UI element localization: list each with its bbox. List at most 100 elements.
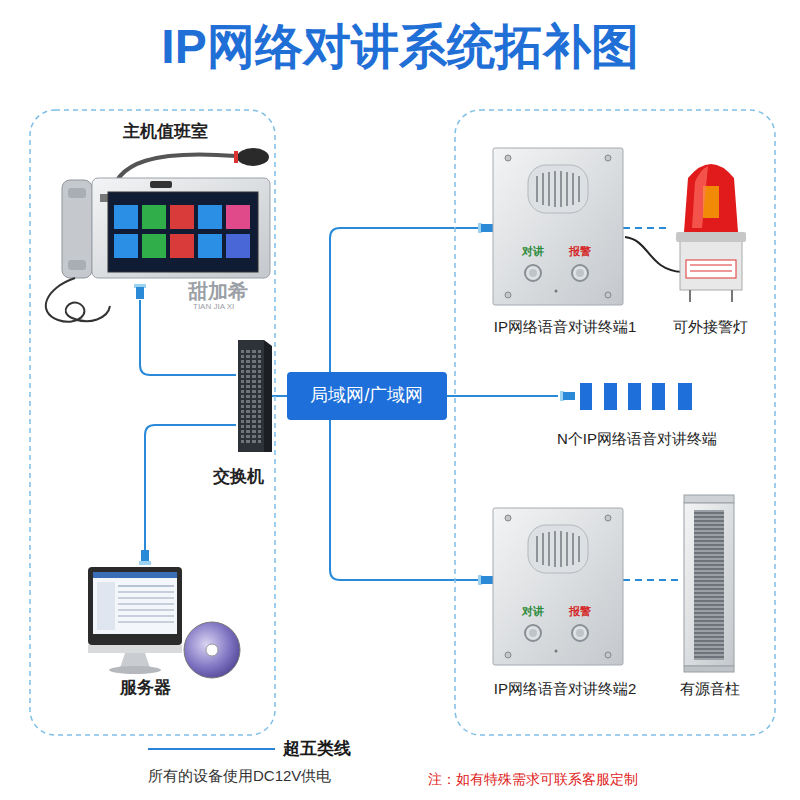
alarm-light-picture: [690, 265, 732, 266]
cable-connector: [330, 420, 493, 580]
more-terminals-blocks: [560, 383, 692, 410]
host-console-picture: [170, 205, 194, 229]
host-console-picture: [150, 181, 172, 188]
alarm-light: 可外接警灯: [670, 150, 760, 305]
server-picture: [118, 622, 174, 623]
intercom-terminal-picture: [525, 265, 541, 281]
server-picture: [97, 582, 115, 630]
server-picture: [139, 561, 151, 565]
alarm-light-picture: [676, 232, 746, 242]
server-picture: [88, 567, 182, 645]
host-console-picture: [62, 180, 92, 278]
switch-picture: [238, 340, 264, 452]
intercom-terminal-picture: [572, 265, 588, 281]
intercom-terminal-picture: [578, 176, 580, 202]
node-label: 主机值班室: [123, 122, 208, 142]
node-label: 对讲: [522, 245, 544, 258]
cable-connector: [447, 395, 558, 397]
alarm-light-picture: [680, 240, 742, 290]
panel-outlines: [30, 110, 775, 735]
host-console-picture: [237, 148, 269, 166]
alarm-light-picture: [689, 290, 691, 302]
host-console-picture: [226, 234, 250, 258]
note-text: 所有的设备使用DC12V供电: [148, 767, 331, 785]
host-console-picture: [170, 234, 194, 258]
intercom-terminal-picture: [493, 148, 623, 305]
alarm-light-picture: [692, 166, 708, 228]
server-picture: [120, 653, 150, 668]
node-label: 可外接警灯: [673, 318, 748, 336]
server-picture: [184, 622, 240, 678]
intercom-terminal-picture: [505, 292, 511, 298]
speaker-column: 有源音柱: [680, 495, 738, 672]
host-console-picture: [226, 205, 250, 229]
speaker-column-picture: [684, 503, 734, 666]
speaker-column-picture: [684, 495, 734, 503]
speaker-column-picture: [684, 666, 734, 672]
switch-picture: [241, 348, 261, 444]
legend-line-sample: [148, 748, 275, 750]
note-text: 注：如有特殊需求可联系客服定制: [428, 771, 638, 788]
intercom-terminal: 对讲报警IP网络语音对讲终端1: [493, 148, 623, 305]
intercom-terminal-picture: [529, 269, 537, 277]
server-picture: [109, 666, 161, 674]
host-console: 主机值班室: [60, 150, 270, 300]
intercom-terminal-picture: [493, 508, 623, 665]
server-picture: [141, 550, 149, 562]
network-plugs: [481, 224, 493, 232]
host-console-picture: [68, 188, 86, 198]
alarm-light-picture: [684, 164, 738, 232]
alarm-light-picture: [690, 271, 732, 272]
alarm-light-picture: [731, 290, 733, 302]
intercom-terminal: 对讲报警IP网络语音对讲终端2: [493, 508, 623, 665]
node-label: 对讲: [522, 605, 544, 618]
panel-outlines: [30, 110, 275, 735]
intercom-terminal-picture: [576, 269, 584, 277]
host-console-picture: [198, 205, 222, 229]
server-picture: [88, 645, 182, 653]
speaker-column-picture: [694, 510, 724, 660]
server-picture: [118, 598, 174, 599]
watermark: 甜加希: [188, 279, 248, 303]
intercom-terminal-picture: [605, 155, 611, 161]
server-picture: [118, 586, 174, 587]
intercom-terminal-picture: [528, 165, 588, 213]
server-picture: [93, 572, 177, 578]
switch-picture: [238, 340, 272, 452]
speaker-column-picture: [684, 495, 734, 672]
intercom-terminal-picture: [548, 172, 550, 206]
server: 服务器: [85, 550, 242, 680]
intercom-terminal-picture: [505, 155, 511, 161]
server-picture: [206, 644, 218, 656]
cable-connector: [140, 300, 236, 375]
host-console-picture: [114, 205, 138, 229]
host-console-picture: [92, 178, 270, 278]
host-console-picture: [198, 234, 222, 258]
switch-picture: [264, 340, 272, 452]
intercom-terminal-picture: [566, 172, 568, 206]
intercom-terminal-picture: [572, 173, 574, 205]
host-console-picture: [234, 151, 238, 163]
legend-line-sample: [148, 749, 275, 750]
alarm-light-picture: [625, 164, 746, 302]
intercom-terminal-picture: [554, 171, 556, 207]
intercom-terminal-picture: [605, 292, 611, 298]
network-switch: 交换机: [236, 340, 272, 452]
alarm-light-picture: [625, 237, 682, 272]
cable-connector: [330, 228, 493, 372]
intercom-terminal-picture: [536, 176, 538, 202]
server-picture: [88, 550, 240, 678]
host-console-picture: [108, 192, 258, 272]
host-console-picture: [142, 234, 166, 258]
dashed-connector: [623, 227, 670, 229]
server-picture: [118, 610, 174, 611]
host-console-picture: [114, 234, 138, 258]
more-terminals: N个IP网络语音对讲终端: [558, 383, 695, 410]
server-picture: [118, 604, 174, 605]
speaker-column-picture: [694, 510, 724, 660]
network-cloud-box: 局域网/广域网: [287, 372, 447, 420]
intercom-terminal-picture: [493, 148, 623, 305]
legend-text: 超五类线: [283, 739, 351, 759]
intercom-terminal-picture: [542, 173, 544, 205]
